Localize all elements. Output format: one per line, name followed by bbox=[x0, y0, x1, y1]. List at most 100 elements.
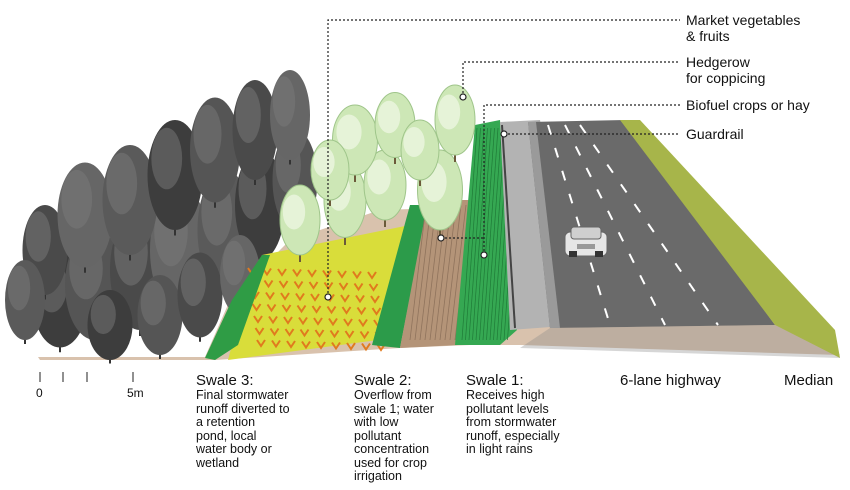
section-highway: 6-lane highway bbox=[620, 372, 721, 389]
forest-tree-highlight bbox=[180, 258, 206, 307]
lane-markings bbox=[547, 124, 719, 326]
swale3-crop-field bbox=[228, 225, 410, 360]
forest bbox=[5, 70, 318, 364]
crop-plant bbox=[278, 280, 289, 289]
highway-road bbox=[528, 120, 775, 328]
crop-plant bbox=[280, 292, 290, 301]
crop-plant bbox=[283, 316, 293, 325]
forest-tree-highlight bbox=[106, 152, 138, 215]
soil-line bbox=[414, 204, 432, 341]
crop-plant bbox=[328, 317, 338, 327]
light-tree-highlight bbox=[282, 194, 306, 230]
forest-tree-highlight bbox=[222, 240, 246, 286]
section-swale3: Swale 3: Final stormwater runoff diverte… bbox=[196, 372, 290, 470]
forest-tree-highlight bbox=[7, 265, 31, 311]
callout-leaders bbox=[327, 19, 680, 297]
crop-plant bbox=[337, 270, 347, 279]
crop-plant bbox=[311, 305, 322, 314]
crop-plant bbox=[314, 329, 325, 338]
crop-plant bbox=[346, 342, 356, 351]
crop-plant bbox=[254, 327, 265, 336]
crop-plant bbox=[266, 303, 277, 313]
grass-line bbox=[472, 127, 488, 341]
scale-start-label: 0 bbox=[36, 386, 43, 400]
swale1-description: Receives high pollutant levels from stor… bbox=[466, 388, 560, 456]
light-tree-highlight bbox=[437, 94, 461, 130]
crop-plant bbox=[307, 269, 317, 278]
light-tree-highlight bbox=[377, 100, 401, 134]
crop-plant bbox=[286, 340, 296, 349]
swale2-description: Overflow from swale 1; water with low po… bbox=[354, 388, 434, 483]
swale2-title: Swale 2: bbox=[354, 372, 412, 389]
median-side bbox=[520, 325, 840, 358]
light-tree-highlight bbox=[336, 114, 362, 150]
forest-tree-highlight bbox=[193, 104, 222, 164]
swale3-description: Final stormwater runoff diverted to a re… bbox=[196, 388, 290, 470]
lane-line bbox=[579, 124, 719, 326]
callout-market-vegetables: Market vegetables & fruits bbox=[686, 12, 801, 44]
crop-plant bbox=[344, 330, 355, 339]
crop-plant bbox=[352, 270, 362, 280]
callout-guardrail: Guardrail bbox=[686, 126, 744, 142]
scale-end-label: 5m bbox=[127, 386, 144, 400]
crop-plant bbox=[308, 281, 319, 290]
forest-tree-highlight bbox=[272, 76, 296, 127]
crop-plant bbox=[298, 316, 308, 326]
crop-plant bbox=[295, 292, 305, 302]
grass-line bbox=[486, 127, 502, 341]
crop-plant bbox=[368, 283, 379, 292]
soil-line bbox=[439, 204, 457, 341]
section-swale1: Swale 1: Receives high pollutant levels … bbox=[466, 372, 560, 457]
crop-plant bbox=[310, 293, 320, 302]
grass-line bbox=[465, 127, 481, 341]
soil-line bbox=[444, 204, 462, 341]
crop-plant bbox=[251, 303, 262, 312]
crop-plant bbox=[329, 329, 340, 339]
crop-plant bbox=[326, 305, 337, 315]
crop-plant bbox=[361, 342, 371, 352]
median-title: Median bbox=[784, 372, 834, 389]
crop-plant bbox=[355, 294, 365, 304]
swale3-grass-edge bbox=[205, 255, 270, 360]
crop-plant bbox=[277, 268, 287, 277]
forest-tree-highlight bbox=[140, 280, 166, 326]
crop-plant bbox=[340, 294, 350, 303]
forest-tree-highlight bbox=[90, 294, 116, 335]
swale1-title: Swale 1: bbox=[466, 372, 524, 389]
section-median: Median bbox=[784, 372, 833, 389]
crop-plant bbox=[256, 339, 266, 348]
scale-bar bbox=[39, 372, 134, 382]
forest-tree-highlight bbox=[25, 211, 51, 262]
crop-plant bbox=[338, 282, 349, 291]
crop-plant bbox=[353, 282, 364, 292]
crop-plant bbox=[269, 327, 280, 337]
forest-tree-highlight bbox=[61, 169, 93, 229]
crop-plant bbox=[367, 271, 377, 280]
soil-line bbox=[409, 204, 427, 341]
crop-plant bbox=[371, 307, 382, 316]
swale2-grass-strip bbox=[372, 205, 428, 348]
crop-plant bbox=[271, 339, 281, 349]
light-tree-highlight bbox=[313, 147, 335, 177]
crop-plant bbox=[281, 304, 292, 313]
lane-line bbox=[547, 124, 611, 326]
light-tree-highlight bbox=[403, 127, 425, 157]
crop-plant bbox=[299, 328, 310, 338]
crop-plant bbox=[263, 279, 274, 289]
crop-plant bbox=[268, 315, 278, 325]
callout-hedgerow: Hedgerow for coppicing bbox=[686, 54, 766, 86]
light-tree-highlight bbox=[367, 159, 391, 195]
crop-plant bbox=[296, 304, 307, 314]
grass-line bbox=[461, 127, 478, 341]
forest-tree-highlight bbox=[151, 127, 183, 190]
swale3-title: Swale 3: bbox=[196, 372, 254, 389]
soil-line bbox=[449, 204, 467, 341]
fruit-and-hedgerow-trees bbox=[279, 84, 476, 262]
crop-plant bbox=[358, 318, 368, 328]
crop-plant bbox=[331, 341, 341, 351]
crop-plant bbox=[316, 341, 326, 350]
crop-plant bbox=[292, 268, 302, 278]
crop-plant bbox=[356, 306, 367, 316]
car bbox=[564, 226, 608, 257]
